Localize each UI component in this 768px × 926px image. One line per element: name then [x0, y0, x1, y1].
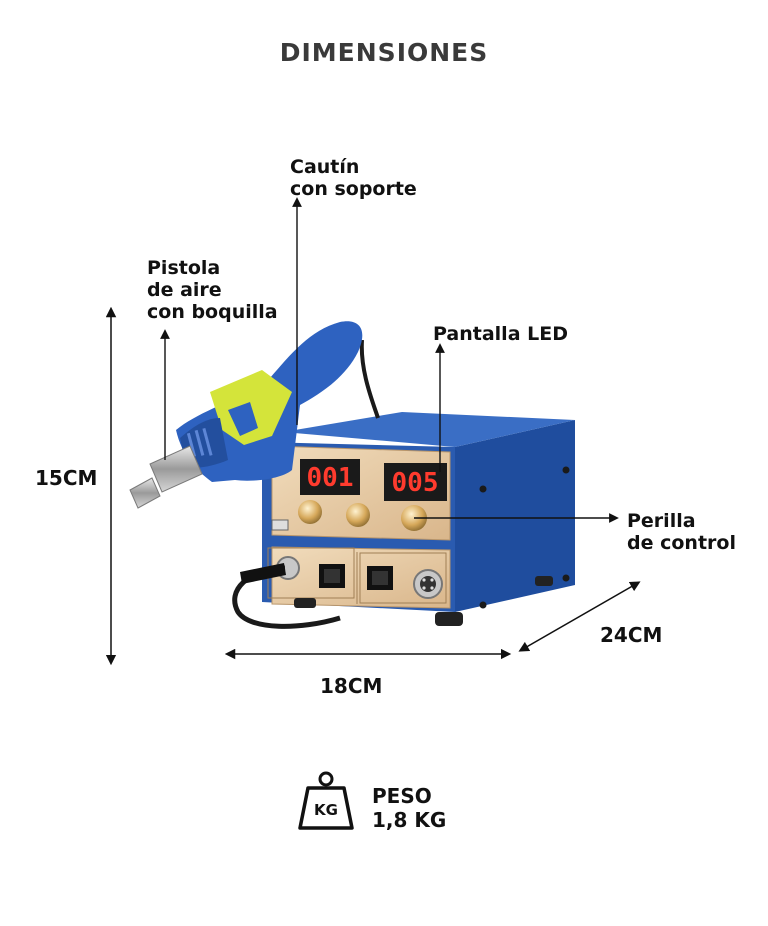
led-display-right: [384, 463, 447, 501]
knob-label: Perilla de control: [627, 510, 736, 554]
knob-label-line1: Perilla: [627, 510, 696, 532]
gun-label-line1: Pistola: [147, 257, 221, 279]
kg-weight-badge: KG: [314, 801, 338, 819]
led-display-left: [300, 459, 360, 495]
knob-label-line2: de control: [627, 532, 736, 554]
depth-arrow: [518, 581, 641, 652]
depth-label: 24CM: [600, 623, 663, 647]
iron-label-line2: con soporte: [290, 178, 417, 200]
unit-top: [283, 412, 575, 447]
gun-label-line3: con boquilla: [147, 301, 278, 323]
weight-info: PESO 1,8 KG: [372, 784, 446, 832]
heat-gun-nozzle: [149, 445, 203, 493]
iron-label: Cautín con soporte: [290, 156, 417, 200]
height-label: 15CM: [35, 466, 98, 490]
weight-value: 1,8 KG: [372, 808, 447, 832]
led-display-left-value: 001: [307, 463, 354, 493]
switch-panel: [271, 546, 451, 609]
display-label: Pantalla LED: [433, 323, 568, 345]
airflow-knob: [346, 503, 370, 527]
usb-port: [271, 519, 289, 531]
weight-label: PESO: [372, 784, 432, 808]
unit-side: [455, 420, 575, 612]
page-title: DIMENSIONES: [279, 38, 489, 67]
temperature-knob-left: [298, 500, 322, 524]
gun-label-line2: de aire: [147, 279, 222, 301]
gun-label: Pistola de aire con boquilla: [147, 257, 278, 323]
iron-cable: [359, 339, 380, 419]
width-label: 18CM: [320, 674, 383, 698]
iron-label-line1: Cautín: [290, 156, 360, 178]
led-display-right-value: 005: [392, 468, 439, 498]
kg-weight-icon: KG: [298, 771, 354, 830]
